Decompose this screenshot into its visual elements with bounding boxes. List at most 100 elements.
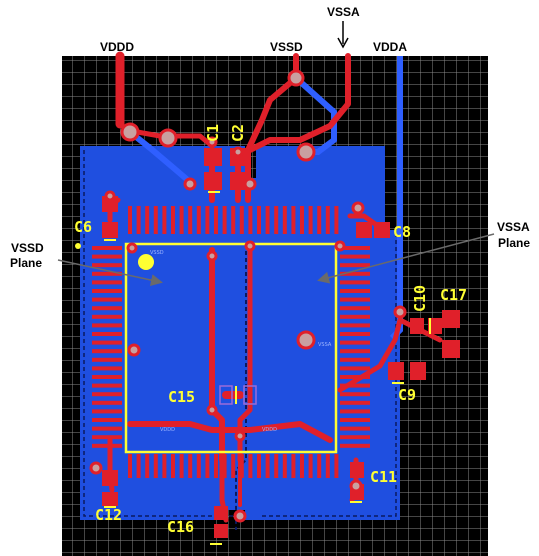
chip-pin — [340, 366, 370, 371]
plane-label-vssd: VSSD Plane — [10, 241, 47, 270]
chip-pin — [128, 454, 132, 478]
chip-pin — [239, 454, 244, 478]
chip-pin — [92, 271, 122, 276]
chip-pin — [92, 435, 122, 440]
chip-pin — [282, 206, 287, 234]
via — [393, 305, 407, 319]
designator-c16: C16 — [167, 518, 194, 536]
chip-pin — [92, 366, 122, 371]
chip-pin — [153, 454, 158, 478]
chip-pins-right — [340, 246, 370, 448]
plane-label-vssa: VSSA Plane — [497, 220, 533, 250]
chip-pin — [92, 263, 122, 268]
chip-pin — [188, 206, 193, 234]
chip-pin — [325, 454, 330, 478]
c6-marker — [75, 243, 81, 249]
chip-pin — [92, 254, 122, 259]
chip-pin — [179, 454, 184, 478]
chip-pin — [248, 454, 253, 478]
chip-pin — [248, 206, 253, 234]
net-label-vssa: VSSA — [327, 5, 360, 19]
chip-pin — [340, 357, 370, 362]
designator-c17: C17 — [440, 286, 467, 304]
chip-pin — [340, 263, 370, 268]
chip-pin — [340, 332, 370, 336]
vssa-plane-arrow — [317, 233, 495, 284]
via — [206, 250, 218, 262]
net-label-vdda: VDDA — [373, 40, 407, 54]
via — [89, 461, 103, 475]
chip-pin — [340, 435, 370, 440]
via — [126, 242, 138, 254]
svg-text:VSSA: VSSA — [318, 342, 332, 348]
chip-pin — [179, 206, 184, 234]
chip-pin — [92, 426, 122, 431]
chip-pin — [317, 206, 322, 234]
chip-pin — [274, 454, 279, 478]
chip-pin — [92, 314, 122, 319]
chip-pin — [265, 454, 270, 478]
via — [158, 128, 178, 148]
chip-pin — [136, 206, 141, 234]
via — [296, 330, 316, 350]
chip-pin — [162, 206, 167, 234]
chip-pin — [171, 454, 175, 478]
chip-pin — [231, 206, 236, 234]
chip-pin — [162, 454, 167, 478]
chip-pin — [340, 340, 370, 345]
via — [183, 177, 197, 191]
chip-pin — [222, 454, 227, 478]
via — [234, 430, 246, 442]
silk-marks — [104, 191, 431, 545]
chip-pin — [340, 400, 370, 405]
chip-pin — [196, 206, 201, 234]
chip-pin — [205, 206, 210, 234]
designator-c11: C11 — [370, 468, 397, 486]
c15-outline-right — [243, 385, 257, 405]
chip-pin — [340, 280, 370, 285]
chip-pin — [239, 206, 244, 234]
chip-pin — [340, 271, 370, 276]
chip-pin — [340, 254, 370, 259]
designator-c10: C10 — [411, 285, 429, 312]
chip-pin — [340, 392, 370, 397]
chip-pin — [92, 340, 122, 345]
chip-pin — [257, 206, 261, 234]
chip-pin — [92, 375, 122, 379]
chip-pin — [92, 400, 122, 405]
chip-pin — [340, 443, 370, 448]
chip-pin — [265, 206, 270, 234]
chip-pin — [92, 443, 122, 448]
chip-pin — [300, 454, 304, 478]
chip-pin — [214, 454, 218, 478]
chip-pin — [340, 418, 370, 422]
chip-pin — [171, 206, 175, 234]
chip-pin — [92, 306, 122, 311]
chip-pin — [145, 454, 150, 478]
chip-pin — [92, 332, 122, 336]
net-label-vssd: VSSD — [270, 40, 303, 54]
via — [233, 509, 247, 523]
designator-c1: C1 — [204, 124, 222, 142]
chip-pin — [205, 454, 210, 478]
chip-pin — [92, 392, 122, 397]
vssd-plane-arrow — [57, 259, 163, 286]
chip-pin — [92, 280, 122, 285]
chip-pin — [340, 409, 370, 414]
chip-pin — [325, 206, 330, 234]
vssa-arrowhead — [337, 37, 349, 49]
via — [351, 201, 365, 215]
chip-pin — [231, 454, 236, 478]
chip-pin — [92, 383, 122, 388]
via — [334, 240, 346, 252]
chip-pin — [92, 357, 122, 362]
chip-pin — [196, 454, 201, 478]
chip-pin — [334, 454, 339, 478]
c15-outline-left — [219, 385, 233, 405]
chip-pin — [92, 297, 122, 302]
chip-pin — [153, 206, 158, 234]
chip-pin — [257, 454, 261, 478]
via — [104, 190, 116, 202]
designator-c12: C12 — [95, 506, 122, 524]
chip-pin — [282, 454, 287, 478]
